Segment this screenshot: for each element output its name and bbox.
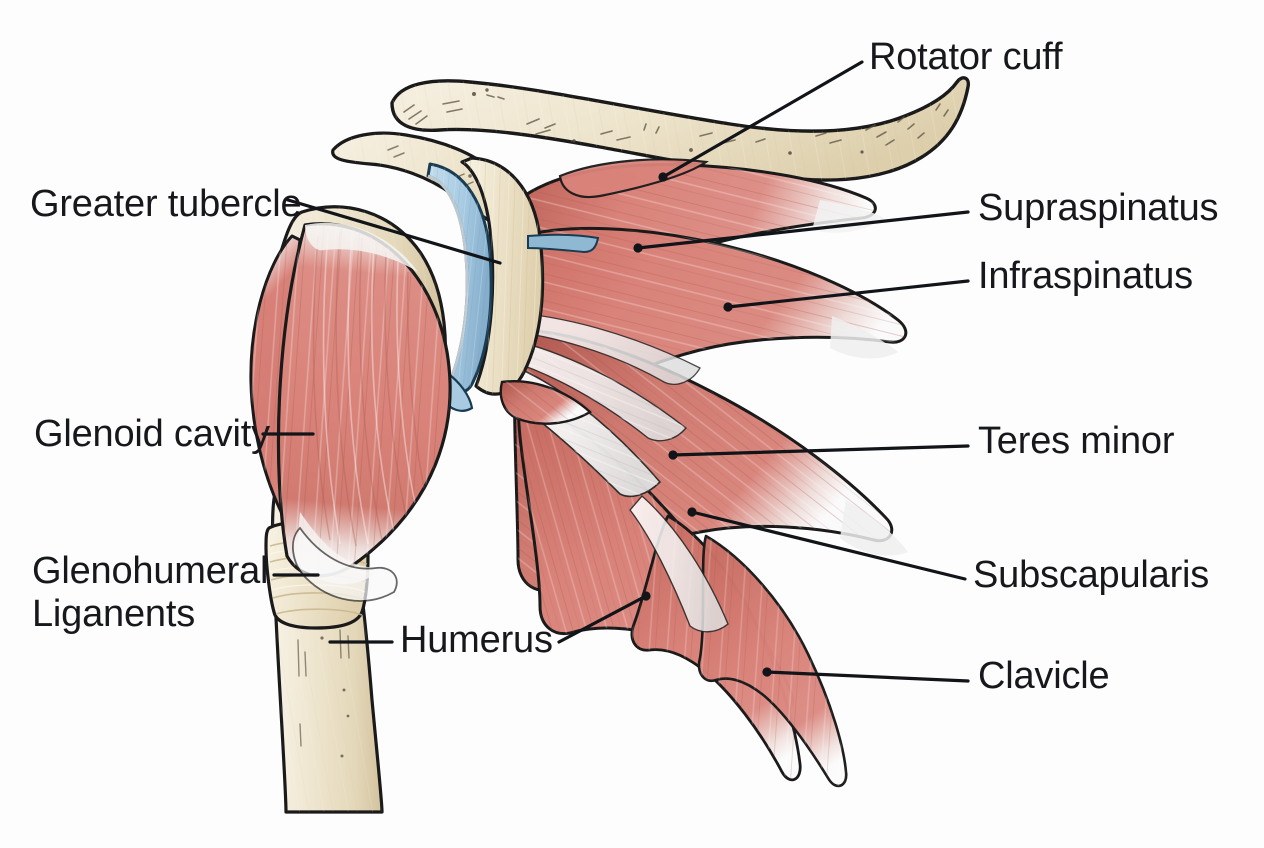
- leader-greater-tubercle: [286, 198, 502, 265]
- dot-deltoid-unlabeled: [641, 591, 651, 601]
- label-clavicle: Clavicle: [978, 655, 1110, 697]
- leader-lines: [261, 60, 970, 683]
- dot-rotator-cuff: [658, 172, 668, 182]
- label-humerus: Humerus: [400, 619, 553, 661]
- rotator-stub-muscle: [499, 380, 592, 425]
- label-greater-tubercle: Greater tubercle: [30, 183, 302, 225]
- dot-infraspinatus: [723, 302, 733, 312]
- label-subscapularis: Subscapularis: [973, 554, 1210, 596]
- leader-rotator-cuff: [661, 60, 864, 179]
- deltoid-distal-tendon: [292, 526, 398, 602]
- clavicular-head-bundle-lateral: [697, 534, 848, 788]
- leader-infraspinatus: [726, 279, 970, 309]
- leader-teres-minor: [671, 444, 970, 457]
- label-glenohumeral-ligaments: Glenohumeral Liganents: [32, 550, 269, 635]
- leader-dots: [633, 172, 772, 677]
- clavicle-bone: [390, 76, 970, 182]
- label-supraspinatus: Supraspinatus: [978, 187, 1219, 229]
- leader-deltoid-unlabeled: [557, 594, 648, 644]
- dot-teres-minor: [668, 450, 678, 460]
- dot-supraspinatus: [633, 243, 643, 253]
- label-teres-minor: Teres minor: [978, 420, 1175, 462]
- dot-subscapularis: [687, 507, 697, 517]
- dot-clavicle: [762, 667, 772, 677]
- glenoid-labrum-cartilage: [426, 162, 600, 412]
- label-glenoid-cavity: Glenoid cavity: [34, 413, 270, 455]
- leader-clavicle: [765, 670, 970, 683]
- label-infraspinatus: Infraspinatus: [978, 255, 1193, 297]
- leader-subscapularis: [690, 510, 967, 581]
- upper-muscle-wedge: [558, 158, 709, 199]
- label-rotator-cuff: Rotator cuff: [869, 36, 1063, 78]
- deltoid-muscle-anterior: [276, 222, 452, 585]
- leader-supraspinatus: [636, 210, 970, 250]
